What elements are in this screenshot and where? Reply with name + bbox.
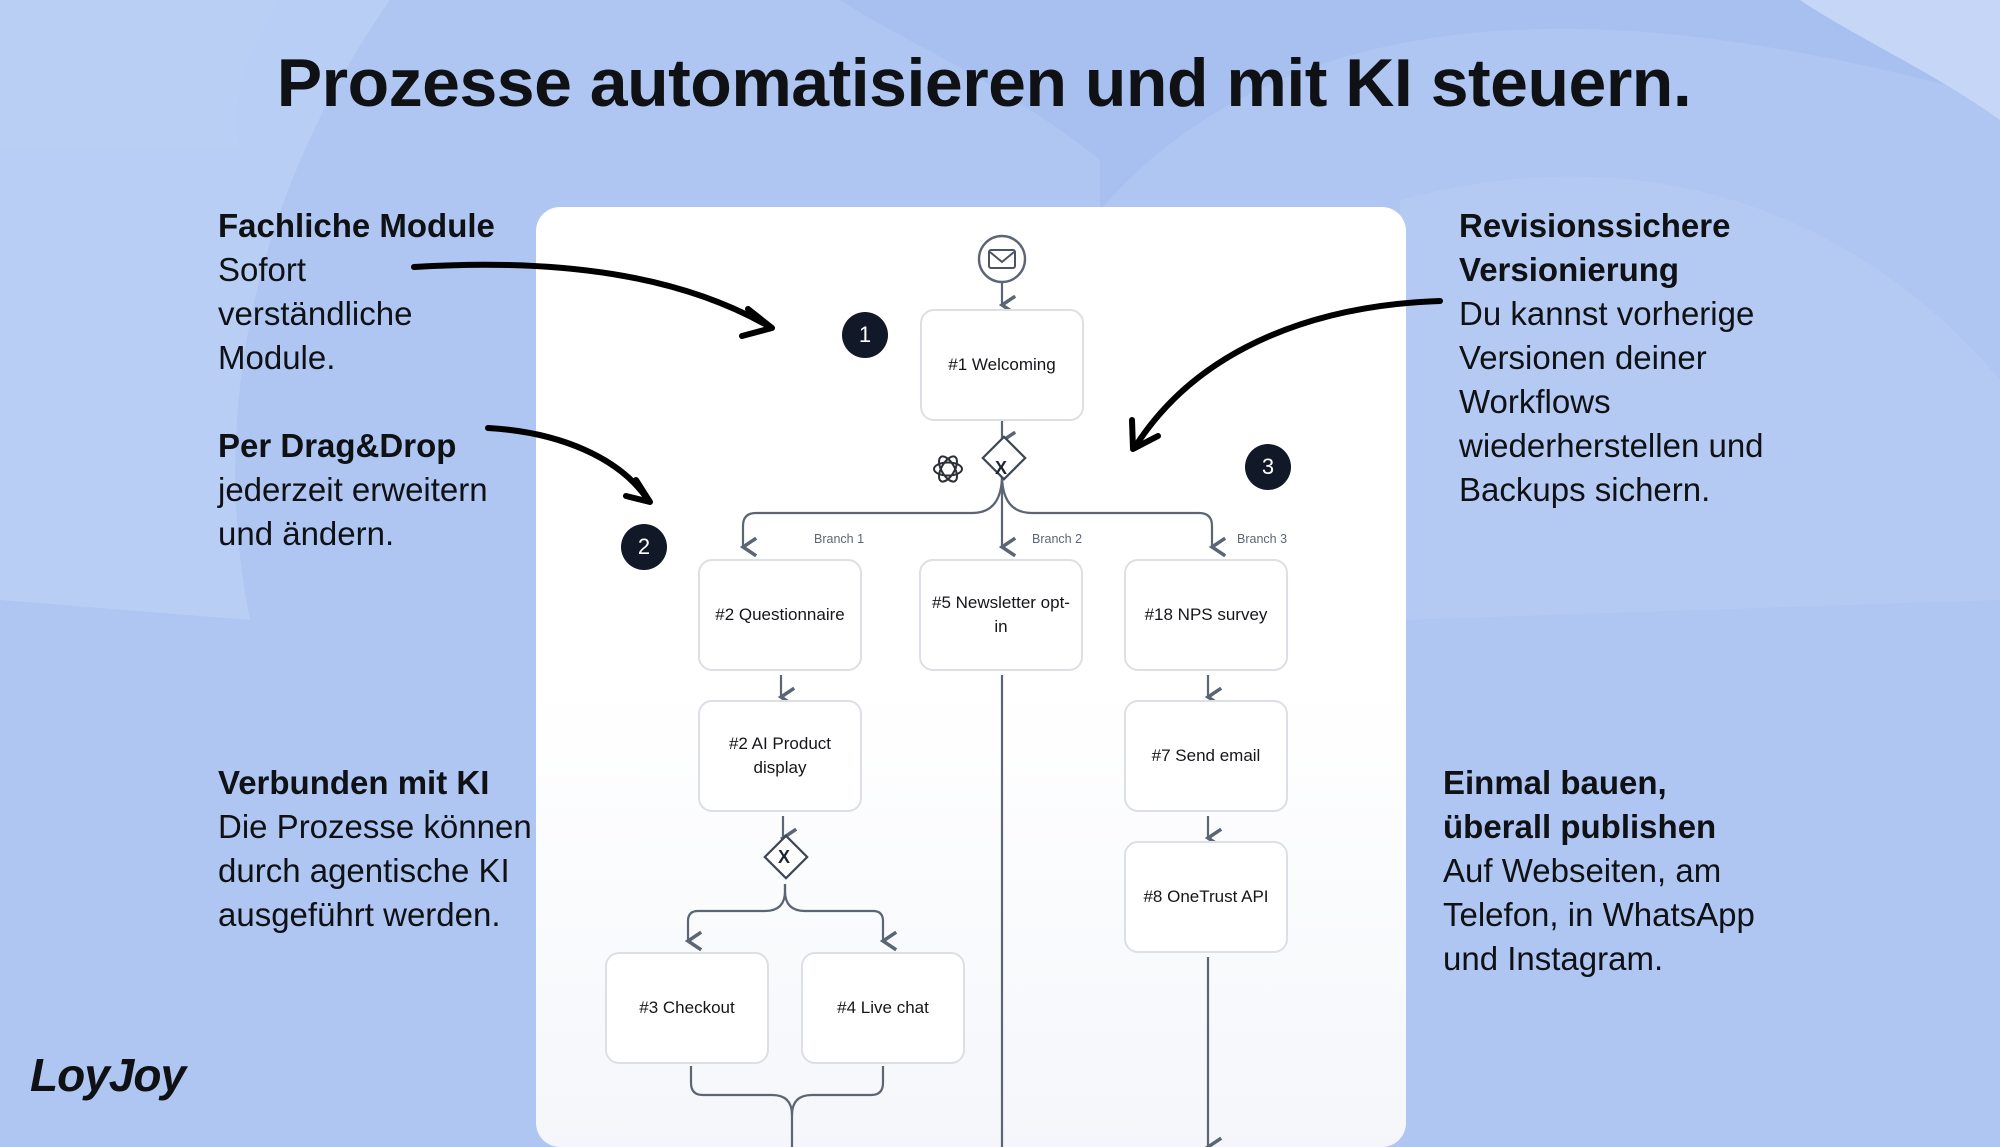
branch-label-1: Branch 1 <box>814 532 865 546</box>
step-badge-2: 2 <box>621 524 667 570</box>
note-line: und Instagram. <box>1443 940 1664 977</box>
note-line: und ändern. <box>218 515 395 552</box>
note-line: Du kannst vorherige <box>1459 295 1755 332</box>
note-line: durch agentische KI <box>218 852 510 889</box>
note-line: Backups sichern. <box>1459 471 1711 508</box>
node-newsletter-opt-in[interactable]: #5 Newsletter opt-in <box>919 559 1083 671</box>
branch-label-3: Branch 3 <box>1237 532 1288 546</box>
note-heading: Fachliche Module <box>218 207 495 244</box>
note-line: Sofort <box>218 251 307 288</box>
gateway-diamond[interactable] <box>981 435 1027 481</box>
note-line: Auf Webseiten, am <box>1443 852 1722 889</box>
note-heading: Verbunden mit KI <box>218 764 490 801</box>
gateway-symbol: X <box>995 458 1008 478</box>
workflow-connectors <box>684 234 1227 1147</box>
node-checkout[interactable]: #3 Checkout <box>605 952 769 1064</box>
note-einmal-bauen: Einmal bauen, überall publishen Auf Webs… <box>1443 761 1755 981</box>
note-heading: Versionierung <box>1459 251 1680 288</box>
node-questionnaire[interactable]: #2 Questionnaire <box>698 559 862 671</box>
note-fachliche-module: Fachliche Module Sofort verständliche Mo… <box>218 204 495 380</box>
node-onetrust-api[interactable]: #8 OneTrust API <box>1124 841 1288 953</box>
note-heading: überall publishen <box>1443 808 1717 845</box>
node-nps-survey[interactable]: #18 NPS survey <box>1124 559 1288 671</box>
note-line: Telefon, in WhatsApp <box>1443 896 1755 933</box>
gateway-diamond[interactable] <box>763 834 809 880</box>
step-badge-1: 1 <box>842 312 888 358</box>
node-ai-product-display[interactable]: #2 AI Product display <box>698 700 862 812</box>
note-line: jederzeit erweitern <box>218 471 488 508</box>
node-live-chat[interactable]: #4 Live chat <box>801 952 965 1064</box>
note-line: Module. <box>218 339 336 376</box>
note-line: Workflows <box>1459 383 1611 420</box>
node-send-email[interactable]: #7 Send email <box>1124 700 1288 812</box>
note-line: Versionen deiner <box>1459 339 1707 376</box>
envelope-icon <box>977 234 1027 284</box>
openai-icon <box>933 455 963 483</box>
loyjoy-logo: LoyJoy <box>30 1049 186 1101</box>
workflow-canvas[interactable]: X X Branch 1 Branch 2 Branch 3 #1 Welcom… <box>536 207 1406 1147</box>
note-heading: Revisionssichere <box>1459 207 1731 244</box>
step-badge-3: 3 <box>1245 444 1291 490</box>
note-verbunden-mit-ki: Verbunden mit KI Die Prozesse können dur… <box>218 761 532 937</box>
note-drag-drop: Per Drag&Drop jederzeit erweitern und än… <box>218 424 488 556</box>
note-line: ausgeführt werden. <box>218 896 501 933</box>
node-welcoming[interactable]: #1 Welcoming <box>920 309 1084 421</box>
note-line: Die Prozesse können <box>218 808 532 845</box>
branch-label-2: Branch 2 <box>1032 532 1083 546</box>
note-heading: Einmal bauen, <box>1443 764 1667 801</box>
gateway-symbol: X <box>778 847 791 867</box>
note-line: wiederherstellen und <box>1459 427 1764 464</box>
note-heading: Per Drag&Drop <box>218 427 457 464</box>
page-title: Prozesse automatisieren und mit KI steue… <box>276 45 1692 121</box>
note-revisionssichere-versionierung: Revisionssichere Versionierung Du kannst… <box>1459 204 1764 512</box>
note-line: verständliche <box>218 295 413 332</box>
